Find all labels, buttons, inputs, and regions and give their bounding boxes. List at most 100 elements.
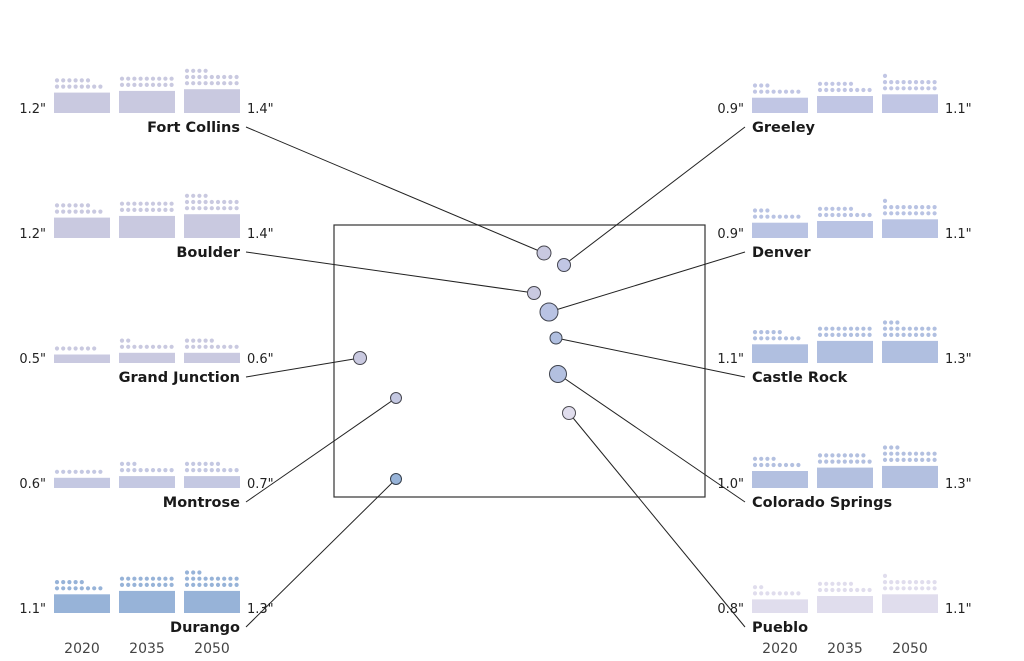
dot: [157, 344, 162, 349]
value-2020-durango: 1.1": [19, 602, 46, 617]
value-2020-denver: 0.9": [717, 227, 744, 242]
city-name-montrose: Montrose: [163, 495, 240, 511]
dot: [836, 332, 841, 337]
dot: [861, 587, 866, 593]
dot: [126, 201, 131, 206]
dot: [54, 84, 60, 89]
dot: [73, 580, 78, 585]
dot: [79, 78, 84, 83]
dot: [54, 580, 60, 585]
dot: [157, 207, 162, 212]
dot: [895, 80, 900, 85]
dots-greeley-2020: [752, 83, 801, 94]
dot: [848, 459, 854, 464]
dot: [895, 580, 900, 585]
dot: [209, 468, 214, 473]
dot: [765, 462, 770, 468]
dot: [882, 320, 888, 325]
dot: [836, 206, 841, 211]
dot: [882, 86, 888, 91]
dot: [855, 212, 860, 218]
dot: [926, 205, 931, 210]
dot: [771, 89, 776, 94]
value-2020-montrose: 0.6": [19, 477, 46, 492]
city-name-castle-rock: Castle Rock: [752, 370, 848, 386]
dot: [752, 585, 758, 590]
dot: [867, 87, 872, 93]
bar-durango-2020: [54, 594, 110, 613]
dot: [197, 338, 202, 343]
bar-pueblo-2050: [882, 594, 938, 613]
dot: [203, 461, 208, 466]
dot: [759, 214, 764, 219]
dot: [889, 580, 894, 585]
dot: [855, 87, 860, 93]
bar-colorado-springs-2020: [752, 471, 808, 488]
dot: [92, 469, 97, 474]
dot: [138, 82, 143, 87]
dot: [119, 576, 125, 581]
dot: [144, 207, 149, 212]
dot: [209, 206, 214, 211]
dot: [54, 78, 60, 83]
dot: [215, 74, 221, 80]
dot: [752, 462, 758, 468]
dot: [85, 346, 91, 351]
dot: [169, 207, 174, 212]
colorado-state-outline: [333, 224, 706, 498]
dot: [861, 332, 866, 337]
dot: [144, 582, 149, 588]
dot: [144, 76, 149, 81]
dot: [824, 81, 829, 86]
dot: [197, 582, 202, 588]
dot: [836, 81, 841, 86]
dot: [234, 74, 239, 80]
city-panels: 1.2"1.4"Fort Collins1.2"1.4"Boulder0.5"0…: [19, 68, 972, 636]
dot: [913, 586, 919, 591]
dot: [777, 462, 782, 468]
dot: [765, 336, 770, 341]
dot: [926, 457, 931, 462]
dot: [184, 68, 190, 73]
dot: [61, 580, 66, 585]
value-2020-pueblo: 0.8": [717, 602, 744, 617]
dot: [895, 326, 900, 331]
dot: [197, 468, 202, 473]
bar-grand-junction-2050: [184, 352, 240, 363]
dot: [759, 585, 764, 590]
dots-montrose-2050: [184, 461, 239, 473]
dot: [228, 344, 233, 349]
dots-fort-collins-2020: [54, 78, 103, 89]
marker-pueblo: [562, 406, 576, 420]
dot: [157, 201, 162, 206]
dot: [119, 468, 125, 473]
dot: [191, 81, 196, 86]
dot: [920, 80, 925, 85]
dot: [215, 582, 221, 588]
dot: [836, 453, 841, 458]
dot: [234, 199, 239, 205]
dot: [209, 576, 214, 581]
dots-montrose-2020: [54, 469, 103, 474]
dot: [191, 193, 196, 198]
dot: [855, 459, 860, 464]
dots-colorado-springs-2020: [752, 456, 801, 468]
dot: [209, 199, 214, 205]
dot: [119, 82, 125, 87]
leader-line-denver: [548, 251, 746, 313]
dot: [119, 201, 125, 206]
dot: [895, 320, 900, 325]
dot: [184, 74, 190, 80]
dot: [848, 326, 854, 331]
dot: [150, 207, 156, 212]
dot: [842, 332, 847, 337]
dot: [926, 332, 931, 337]
dot: [191, 206, 196, 211]
dot: [855, 332, 860, 337]
dot: [824, 87, 829, 93]
dot: [157, 582, 162, 588]
dot: [889, 332, 894, 337]
dot: [895, 332, 900, 337]
dot: [836, 326, 841, 331]
dot: [759, 336, 764, 341]
